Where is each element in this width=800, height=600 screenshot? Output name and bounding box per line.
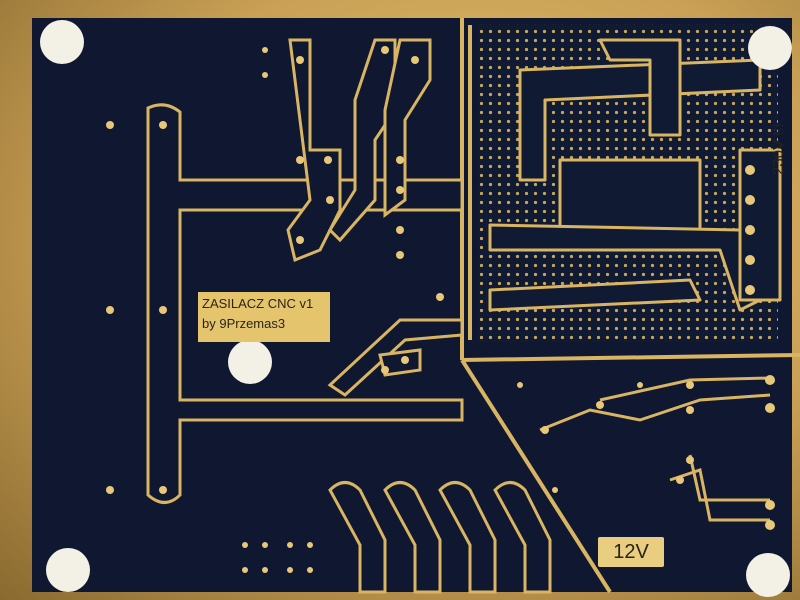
traces-right: [488, 38, 782, 312]
pads: [106, 46, 775, 573]
board-title-label: ZASILACZ CNC v1 by 9Przemas3: [198, 292, 330, 342]
board-title: ZASILACZ CNC v1: [202, 296, 314, 311]
isolation-lines: [460, 18, 800, 594]
mounting-holes: [40, 20, 792, 597]
voltage-12v-label: 12V: [598, 537, 664, 567]
traces-12v: [539, 376, 771, 522]
warning-230v-label: 230V !!!: [770, 123, 787, 175]
traces-bottom: [328, 481, 552, 594]
board-author: by 9Przemas3: [202, 316, 286, 331]
traces-left: [146, 38, 464, 504]
